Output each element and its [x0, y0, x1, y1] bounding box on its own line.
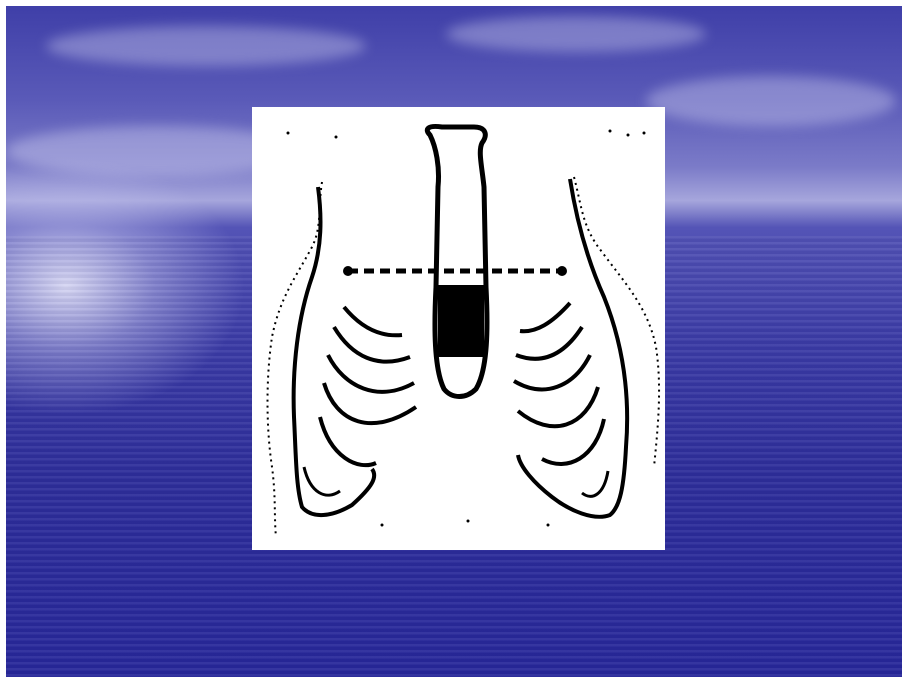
- noise-dot: [609, 130, 612, 133]
- chest-diagram-drawing: [252, 107, 665, 550]
- left-rib-6: [304, 467, 340, 495]
- right-rib-6: [582, 471, 608, 496]
- noise-dot: [467, 520, 470, 523]
- cloud-1: [46, 26, 366, 66]
- right-rib-1: [520, 303, 570, 331]
- noise-dot: [643, 132, 646, 135]
- noise-dot: [547, 524, 550, 527]
- noise-dot: [335, 136, 338, 139]
- noise-dot: [287, 132, 290, 135]
- right-rib-4: [518, 387, 598, 426]
- cloud-2: [446, 16, 706, 52]
- right-rib-3: [514, 355, 590, 389]
- left-rib-2: [334, 327, 410, 362]
- noise-dot: [381, 524, 384, 527]
- noise-dot: [627, 134, 630, 137]
- sternum-black-block: [438, 285, 484, 357]
- dashed-line-left-dot: [343, 266, 353, 276]
- dashed-line-right-dot: [557, 266, 567, 276]
- cloud-3: [646, 76, 896, 126]
- left-rib-1: [344, 307, 402, 335]
- chest-diagram-image: [252, 107, 665, 550]
- right-body-outline: [574, 177, 659, 467]
- right-ribcage-outline: [518, 179, 627, 517]
